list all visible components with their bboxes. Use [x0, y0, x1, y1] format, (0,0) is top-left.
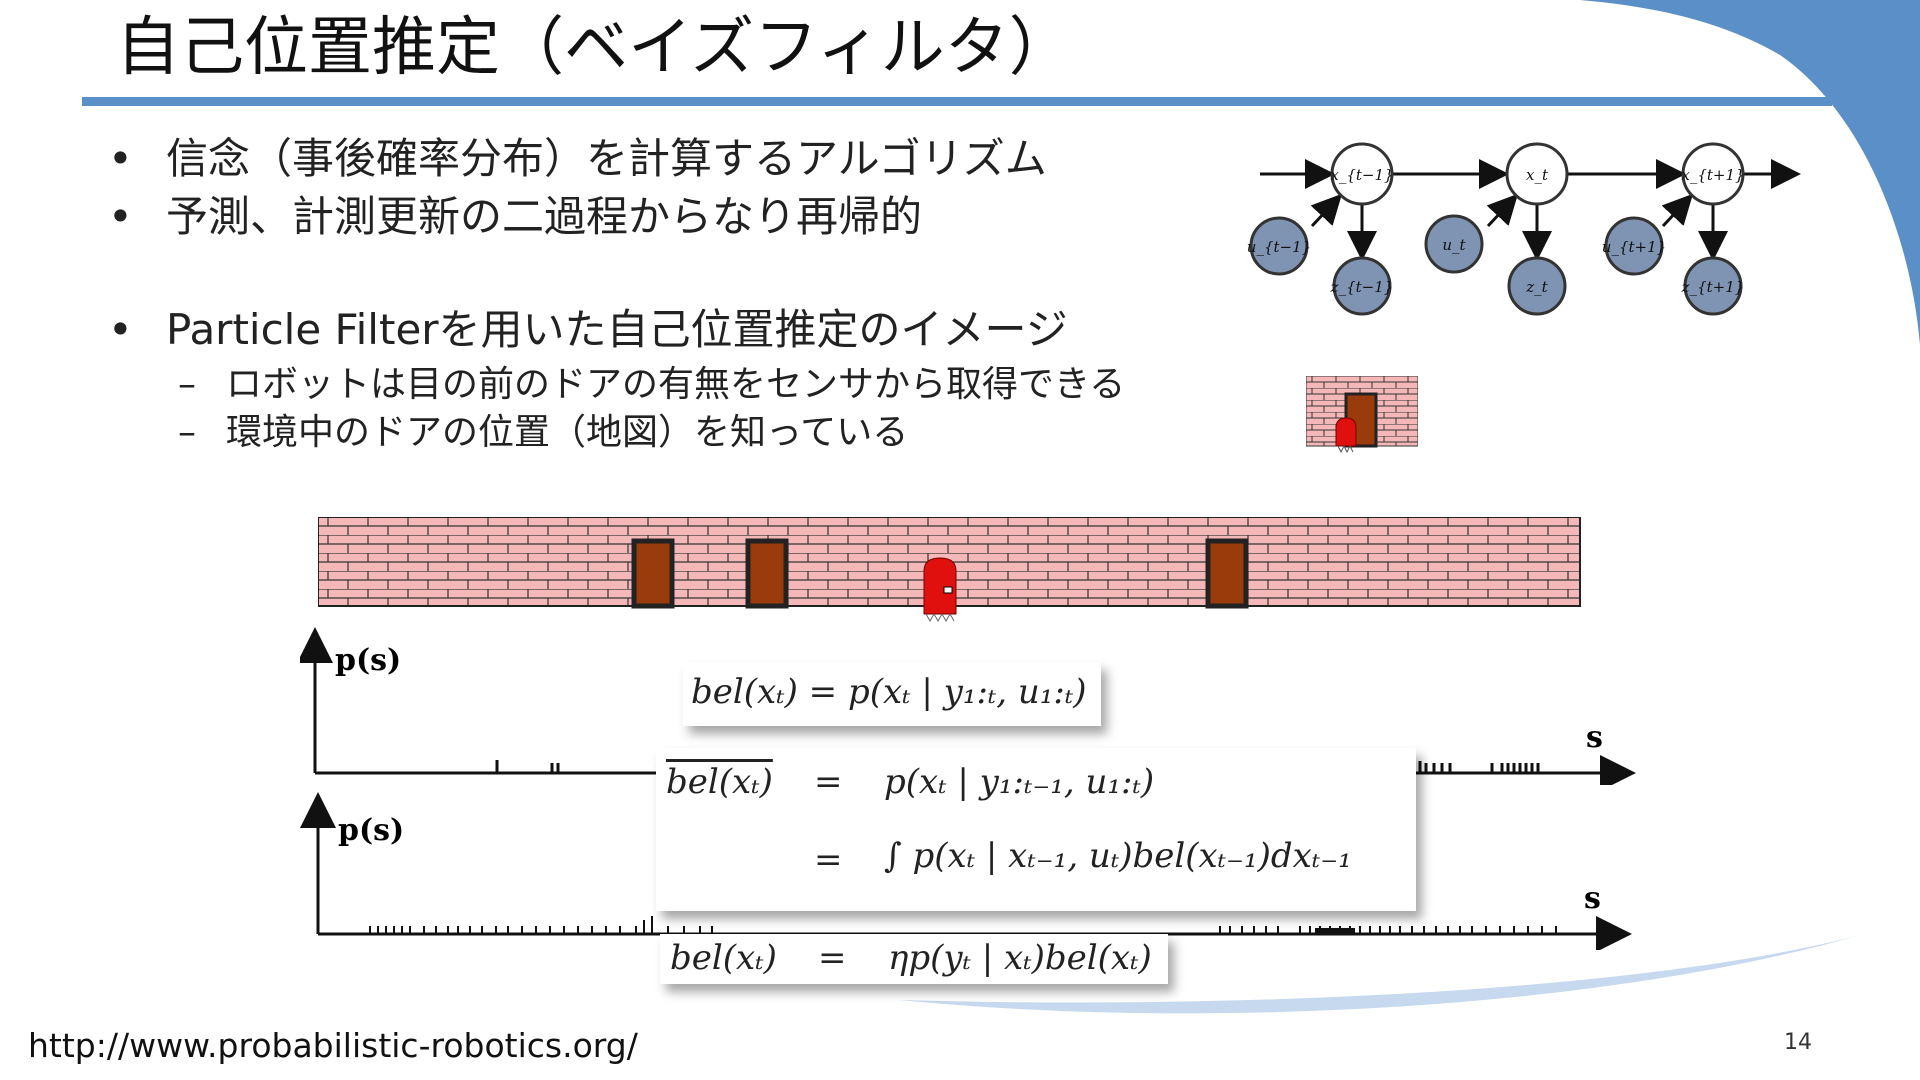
- observation-label: z_t: [1525, 278, 1548, 296]
- bullet-text: Particle Filterを用いた自己位置推定のイメージ: [166, 305, 1068, 354]
- prediction-formula-box: bel(xₜ) = p(xₜ | y₁:ₜ₋₁, u₁:ₜ) = ∫ p(xₜ …: [656, 748, 1416, 911]
- control-label: u_{t−1}: [1247, 238, 1311, 256]
- sub-bullet-text: 環境中のドアの位置（地図）を知っている: [226, 412, 908, 453]
- page-number: 14: [1784, 1030, 1812, 1055]
- update-formula-box: bel(xₜ) = ηp(yₜ | xₜ)bel(xₜ): [660, 934, 1168, 984]
- corridor-wall: [318, 517, 1582, 627]
- belief-formula: bel(xₜ) = p(xₜ | y₁:ₜ, u₁:ₜ): [691, 672, 1087, 712]
- bullet-dot: •: [108, 189, 166, 245]
- top-plot-xlabel: s: [1586, 720, 1603, 755]
- bottom-plot-xlabel: s: [1584, 881, 1601, 916]
- title-underline: [82, 97, 1832, 106]
- state-label: x_t: [1526, 166, 1549, 184]
- robot-door-illustration: [1306, 376, 1418, 458]
- update-rhs: ηp(yₜ | xₜ)bel(xₜ): [888, 938, 1152, 978]
- sub-bullet-dash: –: [178, 361, 226, 409]
- slide-title: 自己位置推定（ベイズフィルタ）: [116, 4, 1073, 92]
- bullet-item: •Particle Filterを用いた自己位置推定のイメージ: [108, 302, 1068, 358]
- door-icon: [1208, 541, 1246, 606]
- state-label: x_{t+1}: [1681, 166, 1744, 184]
- prediction-rhs-1: p(xₜ | y₁:ₜ₋₁, u₁:ₜ): [884, 762, 1154, 802]
- observation-label: z_{t+1}: [1681, 278, 1745, 296]
- sub-bullet-dash: –: [178, 409, 226, 457]
- robot-icon: [1336, 418, 1356, 446]
- door-icon: [748, 541, 786, 606]
- bottom-plot-ylabel: p(s): [338, 813, 404, 848]
- bullet-text: 予測、計測更新の二過程からなり再帰的: [166, 192, 922, 241]
- bullet-dot: •: [108, 131, 166, 187]
- bullet-item: •予測、計測更新の二過程からなり再帰的: [108, 189, 922, 245]
- robot-icon: [924, 558, 956, 614]
- bayes-network-diagram: x_{t−1} x_t x_{t+1} u_{t−1} u_t u_{t+1} …: [1240, 130, 1810, 330]
- bullet-text: 信念（事後確率分布）を計算するアルゴリズム: [166, 134, 1047, 183]
- observation-label: z_{t−1}: [1330, 278, 1394, 296]
- door-icon: [634, 541, 672, 606]
- top-plot-ylabel: p(s): [335, 643, 401, 678]
- state-label: x_{t−1}: [1330, 166, 1393, 184]
- control-label: u_t: [1442, 236, 1466, 254]
- prediction-equals: =: [814, 762, 843, 802]
- bullet-item: •信念（事後確率分布）を計算するアルゴリズム: [108, 131, 1047, 187]
- prediction-lhs: bel(xₜ): [666, 762, 773, 802]
- sub-bullet-text: ロボットは目の前のドアの有無をセンサから取得できる: [226, 364, 1125, 405]
- bullet-dot: •: [108, 302, 166, 358]
- sub-bullet-item: –環境中のドアの位置（地図）を知っている: [178, 409, 908, 457]
- prediction-equals: =: [814, 840, 843, 880]
- update-equals: =: [818, 938, 847, 978]
- source-url: http://www.probabilistic-robotics.org/: [28, 1026, 638, 1065]
- prediction-rhs-2: ∫ p(xₜ | xₜ₋₁, uₜ)bel(xₜ₋₁)dxₜ₋₁: [884, 836, 1352, 876]
- update-lhs: bel(xₜ): [670, 938, 777, 978]
- belief-formula-box: bel(xₜ) = p(xₜ | y₁:ₜ, u₁:ₜ): [683, 662, 1101, 726]
- control-label: u_{t+1}: [1602, 238, 1666, 256]
- sub-bullet-item: –ロボットは目の前のドアの有無をセンサから取得できる: [178, 361, 1125, 409]
